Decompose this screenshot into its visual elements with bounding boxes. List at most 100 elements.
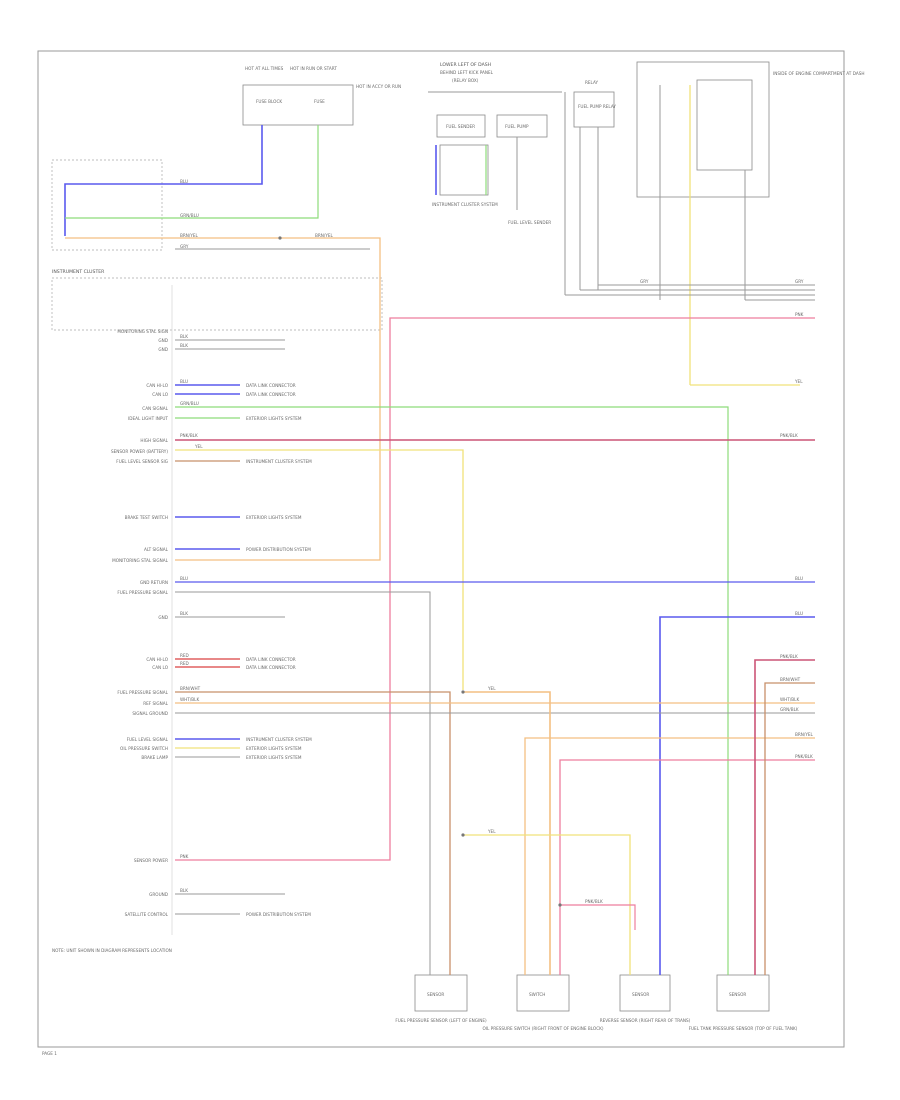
sensor-name-2: OIL PRESSURE SWITCH (RIGHT FRONT OF ENGI… <box>482 1026 603 1031</box>
hot-label-3: HOT IN ACCY OR RUN <box>356 84 401 89</box>
left-label-14: FUEL PRESSURE SIGNAL <box>117 590 168 595</box>
code-blk-2: BLK <box>180 343 188 348</box>
fuel-sender-label: FUEL SENDER <box>446 124 475 129</box>
stub-label-1: DATA LINK CONNECTOR <box>246 392 296 397</box>
sensor-box-label-1: SENSOR <box>427 992 444 997</box>
left-label-9: FUEL LEVEL SENSOR SIG <box>116 459 168 464</box>
sensor-box-4 <box>716 974 770 1012</box>
hot-label-2: HOT IN RUN OR START <box>290 66 337 71</box>
sensor-name-3: REVERSE SENSOR (RIGHT REAR OF TRANS) <box>600 1018 691 1023</box>
left-label-4: CAN LO <box>152 392 168 397</box>
code-blu-top: BLU <box>180 179 188 184</box>
code-pnk-bottom: PNK <box>180 854 189 859</box>
wire-code-labels: BLU GRN/BLU BRN/YEL BRN/YEL GRY PNK/BLK … <box>180 179 814 904</box>
left-label-10: BRAKE TEST SWITCH <box>125 515 168 520</box>
stub-label-10: EXTERIOR LIGHTS SYSTEM <box>246 755 302 760</box>
stub-label-3: INSTRUMENT CLUSTER SYSTEM <box>246 459 312 464</box>
footnote: NOTE: UNIT SHOWN IN DIAGRAM REPRESENTS L… <box>52 948 172 953</box>
code-brn-right: BRN/WHT <box>780 677 801 682</box>
wire-orange-right <box>524 737 815 930</box>
left-label-2: GND <box>158 347 168 352</box>
code-pnk-top: PNK <box>795 312 804 317</box>
left-label-23: BRAKE LAMP <box>141 755 168 760</box>
left-label-1: GND <box>158 338 168 343</box>
code-yel-low2: YEL <box>487 829 496 834</box>
wire-brown-right <box>764 682 815 850</box>
stub-label-9: EXTERIOR LIGHTS SYSTEM <box>246 746 302 751</box>
left-label-26: SATELLITE CONTROL <box>125 912 169 917</box>
left-label-3: CAN HI-LO <box>146 383 168 388</box>
wire-green-top <box>65 125 319 219</box>
left-label-25: GROUND <box>149 892 168 897</box>
wire-blue-right <box>659 616 815 850</box>
cluster-small-box <box>439 144 489 196</box>
code-yel-mid: YEL <box>194 444 203 449</box>
code-blk-1: BLK <box>180 334 188 339</box>
module-title: INSTRUMENT CLUSTER <box>52 269 105 275</box>
code-pnkblk-right: PNK/BLK <box>780 654 798 659</box>
wire-green-long <box>175 406 729 850</box>
left-label-0: MONITORING STAL SIGN <box>117 329 168 334</box>
code-yel-right: YEL <box>794 379 803 384</box>
inset-title: INSIDE OF ENGINE COMPARTMENT AT DASH <box>773 71 865 76</box>
stub-label-0: DATA LINK CONNECTOR <box>246 383 296 388</box>
left-pin-labels: MONITORING STAL SIGN GND GND CAN HI-LO C… <box>111 329 169 917</box>
sensor-box-2 <box>516 974 570 1012</box>
region-dashed-module <box>51 277 383 331</box>
left-label-15: GND <box>158 615 168 620</box>
relay-box <box>573 91 615 128</box>
fuel-pump-box <box>496 114 548 138</box>
wire-pink-low <box>560 904 636 930</box>
left-label-16: CAN HI-LO <box>146 657 168 662</box>
code-wht-right: WHT/BLK <box>780 697 799 702</box>
code-org-right: BRN/YEL <box>795 732 814 737</box>
wire-orange-drop <box>463 691 551 930</box>
code-blu-mid: BLU <box>180 576 188 581</box>
fuse-label: FUSE <box>314 99 325 104</box>
stub-label-5: POWER DISTRIBUTION SYSTEM <box>246 547 311 552</box>
relay-label: RELAY <box>585 80 599 85</box>
left-label-5: CAN SIGNAL <box>142 406 168 411</box>
code-wht: WHT/BLK <box>180 697 199 702</box>
wire-pink-right <box>559 759 815 930</box>
diagram-frame <box>37 50 845 1048</box>
code-blk-3: BLK <box>180 611 188 616</box>
splice-dots <box>278 236 562 907</box>
left-label-19: REF SIGNAL <box>143 701 168 706</box>
fuel-pump-label: FUEL PUMP <box>505 124 529 129</box>
code-red-2: RED <box>180 661 189 666</box>
ground-label-1: INSTRUMENT CLUSTER SYSTEM <box>432 202 498 207</box>
sensor-box-label-4: SENSOR <box>729 992 746 997</box>
code-pnkblk-bottom: PNK/BLK <box>585 899 603 904</box>
center-title: LOWER LEFT OF DASH <box>440 62 491 68</box>
stub-system-labels: DATA LINK CONNECTOR DATA LINK CONNECTOR … <box>246 383 312 917</box>
fuse-block-box <box>242 84 354 126</box>
code-yel-low: YEL <box>487 686 496 691</box>
stub-label-6: DATA LINK CONNECTOR <box>246 657 296 662</box>
left-label-18: FUEL PRESSURE SIGNAL <box>117 690 168 695</box>
stub-label-4: EXTERIOR LIGHTS SYSTEM <box>246 515 302 520</box>
code-brnyel-top2: BRN/YEL <box>315 233 334 238</box>
sensor-box-3 <box>619 974 671 1012</box>
left-label-22: OIL PRESSURE SWITCH <box>120 746 168 751</box>
left-label-17: CAN LO <box>152 665 168 670</box>
wire-brown-mid <box>175 691 451 880</box>
sensor-box-1 <box>414 974 468 1012</box>
left-label-11: ALT SIGNAL <box>144 547 169 552</box>
code-pnk-mid: PNK/BLK <box>180 433 198 438</box>
code-blk-4: BLK <box>180 888 188 893</box>
wire-yellow-mid <box>175 449 464 690</box>
bottom-sensors: SENSOR SWITCH SENSOR SENSOR FUEL PRESSUR… <box>395 850 798 1031</box>
stub-label-11: POWER DISTRIBUTION SYSTEM <box>246 912 311 917</box>
fuel-sender-box <box>436 114 486 138</box>
code-blu-2: BLU <box>180 379 188 384</box>
code-blu-right: BLU <box>795 576 803 581</box>
code-red-1: RED <box>180 653 189 658</box>
left-label-20: SIGNAL GROUND <box>132 711 168 716</box>
left-label-7: HIGH SIGNAL <box>140 438 168 443</box>
code-blu-right2: BLU <box>795 611 803 616</box>
stub-label-7: DATA LINK CONNECTOR <box>246 665 296 670</box>
ground-label-2: FUEL LEVEL SENDER <box>508 220 551 225</box>
code-grn-top: GRN/BLU <box>180 213 199 218</box>
